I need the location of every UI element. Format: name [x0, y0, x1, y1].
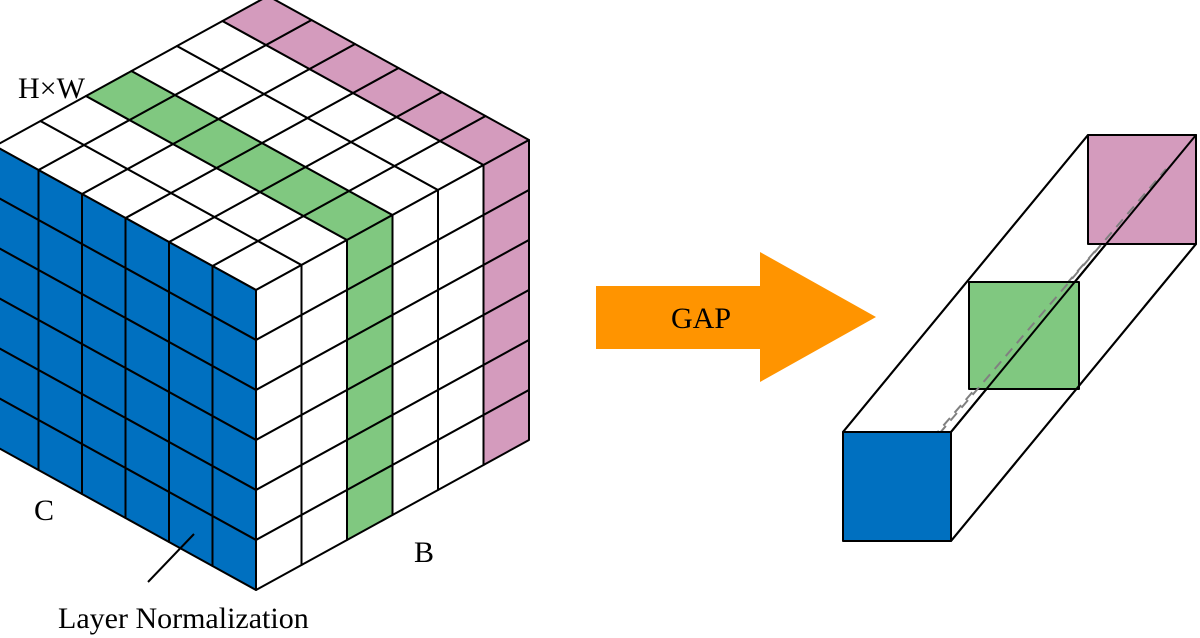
bar-edge-line [950, 243, 1197, 542]
c-label: C [34, 494, 54, 527]
gap-arrow-shape [596, 252, 876, 382]
front-cell [0, 297, 40, 371]
cube-top-face [0, 0, 530, 291]
b-label: B [414, 536, 434, 569]
side-cell [482, 389, 530, 466]
front-cell [0, 347, 40, 421]
front-cell [0, 247, 40, 321]
gap-label: GAP [671, 302, 731, 335]
front-cell [0, 397, 40, 471]
pink-pooled-square [1087, 134, 1197, 245]
front-cell [0, 197, 40, 271]
blue-pooled-square [842, 431, 952, 542]
front-cell [0, 147, 40, 221]
cube-side-face [255, 139, 530, 591]
layer-norm-pointer [147, 533, 195, 583]
bar-edge-line [842, 134, 1089, 433]
gap-arrow: GAP [596, 252, 876, 382]
feature-cube [0, 0, 530, 591]
hw-label: H×W [18, 72, 86, 105]
top-cell [221, 0, 313, 46]
pooled-vector-bar [842, 134, 1197, 542]
layer-norm-label: Layer Normalization [58, 602, 309, 635]
cube-front-face [0, 147, 257, 591]
bar-edge-line [950, 134, 1197, 433]
